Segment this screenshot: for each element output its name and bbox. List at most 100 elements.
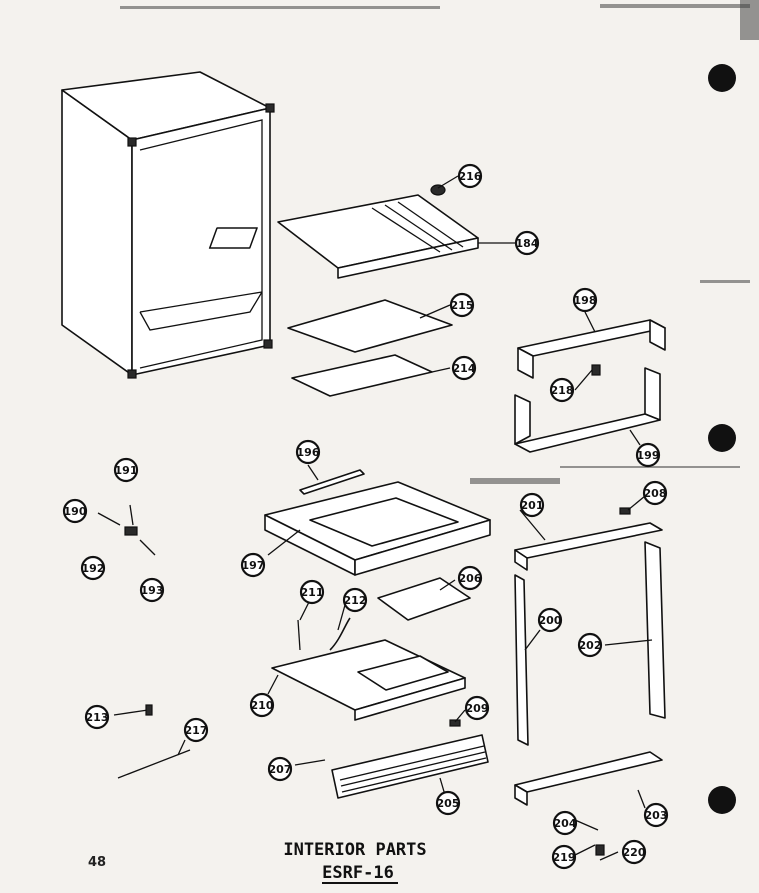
callout-circle <box>514 230 540 256</box>
callout-circle <box>342 587 368 613</box>
callout-212: 212 <box>342 587 368 613</box>
door-shelf-top <box>517 319 666 379</box>
callout-circle <box>537 607 563 633</box>
callout-206: 206 <box>457 565 483 591</box>
callout-label: 197 <box>242 559 265 572</box>
callout-circle <box>457 163 483 189</box>
callout-label: 214 <box>453 362 476 375</box>
callout-circle <box>80 555 106 581</box>
callout-label: 210 <box>251 699 274 712</box>
callout-circle <box>551 844 577 870</box>
callout-199: 199 <box>635 442 661 468</box>
callout-label: 217 <box>185 724 208 737</box>
callout-label: 208 <box>644 487 667 500</box>
callout-label: 196 <box>297 446 320 459</box>
callout-circle <box>621 839 647 865</box>
callout-circle <box>435 790 461 816</box>
callout-circle <box>552 810 578 836</box>
callout-circle <box>451 355 477 381</box>
top-shelf <box>208 184 479 279</box>
callout-219: 219 <box>551 844 577 870</box>
leader-lines <box>177 175 653 861</box>
diagram-title: INTERIOR PARTS <box>283 840 426 860</box>
callout-208: 208 <box>642 480 668 506</box>
callout-210: 210 <box>249 692 275 718</box>
cabinet-shell <box>61 71 275 379</box>
callout-label: 190 <box>64 505 87 518</box>
callout-label: 205 <box>437 797 460 810</box>
callout-211: 211 <box>299 579 325 605</box>
callout-label: 218 <box>551 384 574 397</box>
callout-193: 193 <box>139 577 165 603</box>
callout-circle <box>267 756 293 782</box>
callout-circle <box>240 552 266 578</box>
callout-circle <box>635 442 661 468</box>
callout-circle <box>577 632 603 658</box>
callout-label: 213 <box>86 711 109 724</box>
callout-217: 217 <box>183 717 209 743</box>
callout-label: 206 <box>459 572 482 585</box>
callout-label: 198 <box>574 294 597 307</box>
callout-190: 190 <box>62 498 88 524</box>
callout-circle <box>449 292 475 318</box>
callout-label: 203 <box>645 809 668 822</box>
callout-circle <box>295 439 321 465</box>
callout-200: 200 <box>537 607 563 633</box>
callout-label: 199 <box>637 449 660 462</box>
callout-circle <box>519 492 545 518</box>
callout-184: 184 <box>514 230 540 256</box>
callout-label: 209 <box>466 702 489 715</box>
evaporator-panels <box>287 299 453 397</box>
callout-label: 204 <box>554 817 577 830</box>
callout-205: 205 <box>435 790 461 816</box>
callout-213: 213 <box>84 704 110 730</box>
callout-label: 193 <box>141 584 164 597</box>
rod-and-clip <box>113 704 191 779</box>
hinge-hardware <box>97 504 156 556</box>
callout-label: 212 <box>344 594 367 607</box>
model-number: ESRF-16 <box>322 863 394 883</box>
callout-label: 201 <box>521 499 544 512</box>
callout-216: 216 <box>457 163 483 189</box>
callout-label: 220 <box>623 846 646 859</box>
callout-218: 218 <box>549 377 575 403</box>
callout-label: 219 <box>553 851 576 864</box>
crisper-frame <box>264 469 491 576</box>
callout-198: 198 <box>572 287 598 313</box>
callout-215: 215 <box>449 292 475 318</box>
callout-label: 211 <box>301 586 324 599</box>
callout-201: 201 <box>519 492 545 518</box>
callout-circle <box>643 802 669 828</box>
door-shelf-bottom <box>514 367 661 453</box>
callout-209: 209 <box>464 695 490 721</box>
callout-circle <box>113 457 139 483</box>
callout-label: 202 <box>579 639 602 652</box>
callout-labels: 216 184 215 214 198 218 199 196 197 201 208 191 190 1… <box>62 163 669 870</box>
page-number: 48 <box>88 855 106 870</box>
crisper-cover <box>271 577 471 721</box>
callout-label: 216 <box>459 170 482 183</box>
callout-circle <box>642 480 668 506</box>
callout-191: 191 <box>113 457 139 483</box>
callout-214: 214 <box>451 355 477 381</box>
callout-circle <box>183 717 209 743</box>
callout-label: 200 <box>539 614 562 627</box>
callout-circle <box>549 377 575 403</box>
callout-circle <box>464 695 490 721</box>
callout-204: 204 <box>552 810 578 836</box>
callout-label: 215 <box>451 299 474 312</box>
crisper-drawer-front <box>331 719 489 799</box>
callout-label: 191 <box>115 464 138 477</box>
callout-circle <box>139 577 165 603</box>
callout-192: 192 <box>80 555 106 581</box>
callout-label: 192 <box>82 562 105 575</box>
scan-noise <box>120 0 759 814</box>
callout-circle <box>457 565 483 591</box>
callout-197: 197 <box>240 552 266 578</box>
callout-circle <box>84 704 110 730</box>
callout-207: 207 <box>267 756 293 782</box>
callout-220: 220 <box>621 839 647 865</box>
callout-196: 196 <box>295 439 321 465</box>
